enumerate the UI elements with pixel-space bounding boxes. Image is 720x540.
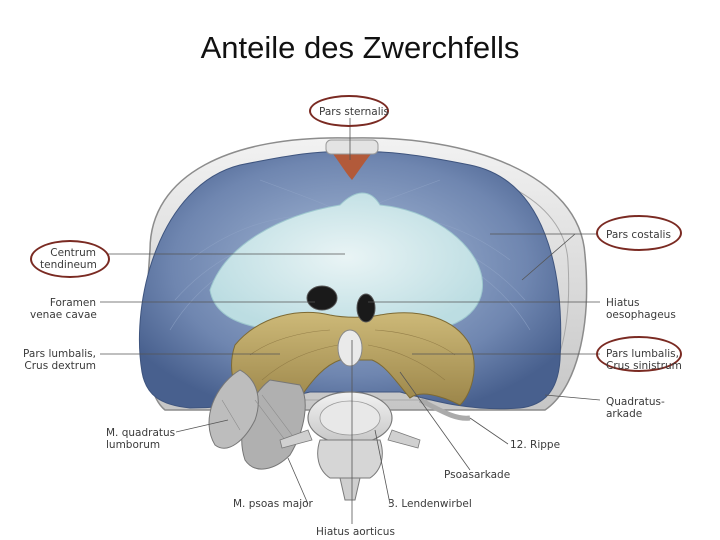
- label-quadratusarkade: Quadratus-arkade: [606, 396, 665, 420]
- pars-sternalis-highlight: [309, 95, 389, 127]
- pars-sternalis-shape: [330, 147, 374, 180]
- label-3-lendenwirbel: 3. Lendenwirbel: [388, 498, 472, 510]
- label-12-rippe: 12. Rippe: [510, 439, 561, 451]
- pars-lumbalis-sinistrum-highlight: [596, 336, 682, 372]
- m-quadratus-lumborum-shape: [208, 369, 259, 449]
- label-psoasarkade: Psoasarkade: [444, 469, 511, 481]
- slide-title: Anteile des Zwerchfells: [200, 30, 520, 65]
- label-m-psoas-major: M. psoas major: [233, 498, 313, 510]
- lumbar-vertebra-shape: [279, 391, 421, 501]
- hiatus-oesophageus-opening: [356, 293, 376, 323]
- label-pars-lumbalis-crus-dextrum: Pars lumbalis,Crus dextrum: [23, 348, 96, 372]
- label-pars-sternalis: Pars sternalis: [319, 106, 389, 118]
- label-hiatus-aorticus: Hiatus aorticus: [316, 526, 395, 538]
- centrum-tendineum-highlight: [30, 240, 110, 278]
- label-pars-costalis: Pars costalis: [606, 229, 671, 241]
- pars-costalis-highlight: [596, 215, 682, 251]
- label-pars-lumbalis-crus-sinistrum: Pars lumbalis,Crus sinistrum: [606, 348, 682, 372]
- foramen-venae-cavae-opening: [306, 285, 338, 311]
